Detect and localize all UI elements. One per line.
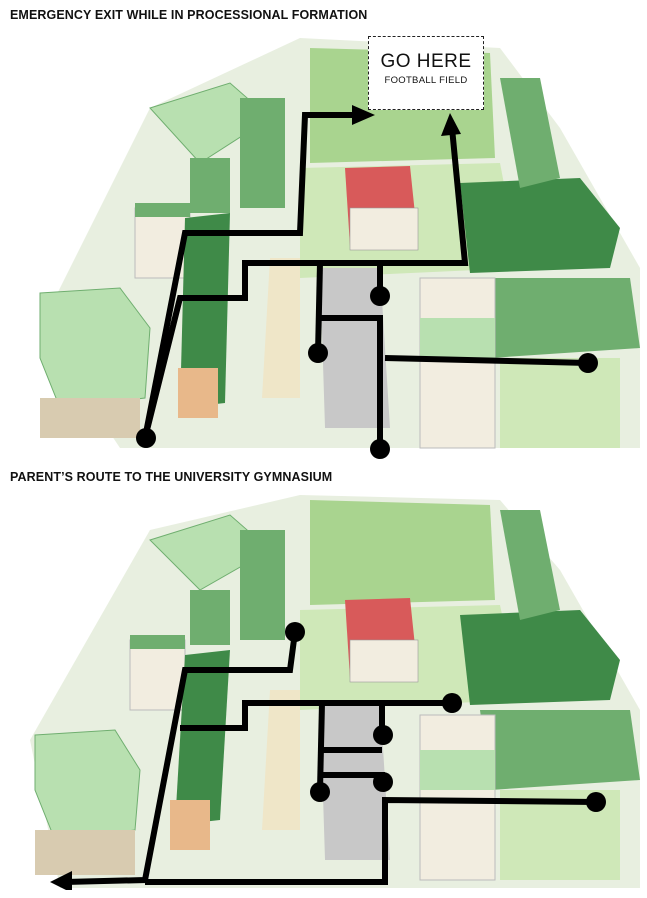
road-strip: [262, 690, 300, 830]
parents-route-map: [30, 495, 640, 890]
start-point: [373, 725, 393, 745]
right-center-roof: [420, 750, 495, 790]
left-block-roof: [130, 635, 185, 649]
long-green-building: [180, 213, 230, 408]
far-right-building: [500, 510, 560, 620]
upper-left-tower: [240, 98, 285, 208]
football-field: [310, 500, 495, 605]
route-far-right: [384, 355, 589, 366]
start-point: [373, 772, 393, 792]
exit-arrow-head: [50, 871, 72, 890]
far-right-building: [500, 78, 560, 188]
start-point: [586, 792, 606, 812]
left-block-building: [129, 639, 186, 711]
parents-route-title: PARENT’S ROUTE TO THE UNIVERSITY GYMNASI…: [10, 470, 333, 484]
long-building-facade: [178, 368, 218, 418]
route-start-points: [136, 286, 598, 459]
start-point: [442, 693, 462, 713]
parent-routes: [64, 631, 597, 885]
small-green-building: [190, 590, 230, 645]
route-bottom-left: [142, 127, 469, 439]
emergency-exit-map: [39, 38, 640, 459]
left-large-building-roof: [39, 287, 151, 409]
route-to-field-left: [142, 112, 360, 439]
left-large-building-base: [35, 830, 135, 875]
left-large-building-base: [40, 398, 140, 438]
start-point: [136, 428, 156, 448]
start-point: [578, 353, 598, 373]
gymnasium-facade: [349, 207, 419, 251]
route-start-points: [285, 622, 606, 812]
right-center-building: [419, 277, 496, 449]
go-here-box: GO HERE FOOTBALL FIELD: [368, 36, 484, 110]
left-block-roof: [135, 203, 190, 217]
right-center-roof: [420, 318, 495, 358]
start-point: [308, 343, 328, 363]
left-large-building-roof: [34, 729, 141, 841]
start-point: [370, 439, 390, 459]
plaza: [320, 700, 390, 860]
gymnasium-facade: [349, 639, 419, 683]
arrow-head-left-route: [352, 105, 375, 125]
go-here-label: GO HERE: [380, 51, 472, 72]
arrow-head-right-route: [441, 113, 461, 136]
route-plaza-mid: [318, 315, 383, 448]
route-bottom: [145, 796, 597, 885]
long-building-facade: [170, 800, 210, 850]
right-middle-building: [480, 278, 640, 358]
road-strip: [262, 258, 300, 398]
route-left-branch: [180, 700, 452, 731]
route-main: [64, 631, 298, 885]
lower-right-grass: [500, 358, 620, 448]
small-green-building: [190, 158, 230, 213]
right-upper-building: [460, 610, 620, 705]
plaza: [320, 268, 390, 428]
long-green-building: [175, 650, 230, 825]
emergency-routes: [142, 112, 589, 448]
start-point: [310, 782, 330, 802]
emergency-exit-title: EMERGENCY EXIT WHILE IN PROCESSIONAL FOR…: [10, 8, 368, 22]
start-point: [285, 622, 305, 642]
football-field-label: FOOTBALL FIELD: [384, 75, 468, 86]
right-upper-building: [460, 178, 620, 273]
route-plaza-top: [315, 262, 323, 354]
right-middle-building: [480, 710, 640, 790]
start-point: [370, 286, 390, 306]
upper-left-tower: [240, 530, 285, 640]
